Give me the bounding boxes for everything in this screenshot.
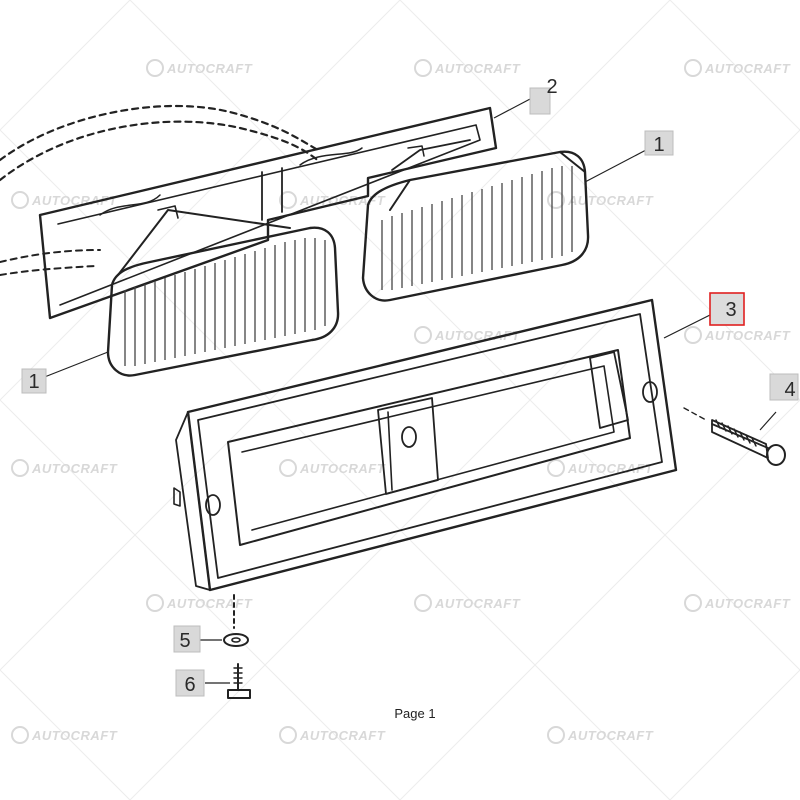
svg-text:AUTOCRAFT: AUTOCRAFT <box>434 61 521 76</box>
watermark-logo: AUTOCRAFT <box>684 59 791 77</box>
washer <box>223 594 249 647</box>
callout-label: 3 <box>725 299 736 321</box>
screw <box>683 407 786 466</box>
callout-label: 4 <box>784 379 795 401</box>
svg-text:AUTOCRAFT: AUTOCRAFT <box>434 328 521 343</box>
watermark-logo: AUTOCRAFT <box>684 594 791 612</box>
bolt <box>227 663 251 699</box>
watermark-logos: AUTOCRAFT AUTOCRAFT AUTOCRAFT AUTOCRAFT … <box>11 59 791 744</box>
callout-5[interactable]: 5 <box>173 625 201 653</box>
svg-text:AUTOCRAFT: AUTOCRAFT <box>31 461 118 476</box>
watermark-logo: AUTOCRAFT <box>146 594 253 612</box>
wiring-harness <box>0 104 322 276</box>
lamp-bezel <box>173 298 678 592</box>
callout-label: 5 <box>179 630 190 652</box>
watermark-logo: AUTOCRAFT <box>279 459 386 477</box>
callout-2[interactable]: 2 <box>529 76 558 115</box>
fog-lamp-right <box>361 139 590 302</box>
svg-text:AUTOCRAFT: AUTOCRAFT <box>31 193 118 208</box>
callout-6[interactable]: 6 <box>175 669 205 697</box>
watermark-logo: AUTOCRAFT <box>547 459 654 477</box>
watermark-logo: AUTOCRAFT <box>11 191 118 209</box>
watermark-logo: AUTOCRAFT <box>684 326 791 344</box>
callout-label: 1 <box>653 134 664 156</box>
callout-1-left[interactable]: 1 <box>21 368 47 394</box>
watermark-logo: AUTOCRAFT <box>279 726 386 744</box>
svg-text:AUTOCRAFT: AUTOCRAFT <box>434 596 521 611</box>
watermark-logo: AUTOCRAFT <box>11 459 118 477</box>
page-indicator: Page 1 <box>394 706 436 721</box>
leader-lines <box>41 97 777 684</box>
callout-3[interactable]: 3 <box>709 292 745 326</box>
svg-text:AUTOCRAFT: AUTOCRAFT <box>299 728 386 743</box>
svg-text:AUTOCRAFT: AUTOCRAFT <box>704 61 791 76</box>
watermark-logo: AUTOCRAFT <box>547 191 654 209</box>
svg-text:AUTOCRAFT: AUTOCRAFT <box>166 61 253 76</box>
svg-text:AUTOCRAFT: AUTOCRAFT <box>166 596 253 611</box>
watermark-logo: AUTOCRAFT <box>547 726 654 744</box>
svg-text:AUTOCRAFT: AUTOCRAFT <box>567 193 654 208</box>
callout-1-right[interactable]: 1 <box>644 130 674 156</box>
watermark-logo: AUTOCRAFT <box>146 59 253 77</box>
watermark-logo: AUTOCRAFT <box>11 726 118 744</box>
watermark-logo: AUTOCRAFT <box>414 326 521 344</box>
watermark-logo: AUTOCRAFT <box>414 594 521 612</box>
svg-text:AUTOCRAFT: AUTOCRAFT <box>704 328 791 343</box>
mounting-bracket <box>38 106 498 320</box>
callout-label: 2 <box>546 76 557 98</box>
svg-text:AUTOCRAFT: AUTOCRAFT <box>567 728 654 743</box>
callout-label: 1 <box>28 371 39 393</box>
svg-text:AUTOCRAFT: AUTOCRAFT <box>567 461 654 476</box>
fog-lamp-left <box>106 205 340 377</box>
svg-text:AUTOCRAFT: AUTOCRAFT <box>299 461 386 476</box>
watermark-logo: AUTOCRAFT <box>414 59 521 77</box>
svg-text:AUTOCRAFT: AUTOCRAFT <box>704 596 791 611</box>
callout-label: 6 <box>184 674 195 696</box>
svg-text:AUTOCRAFT: AUTOCRAFT <box>31 728 118 743</box>
callout-4[interactable]: 4 <box>769 373 799 401</box>
